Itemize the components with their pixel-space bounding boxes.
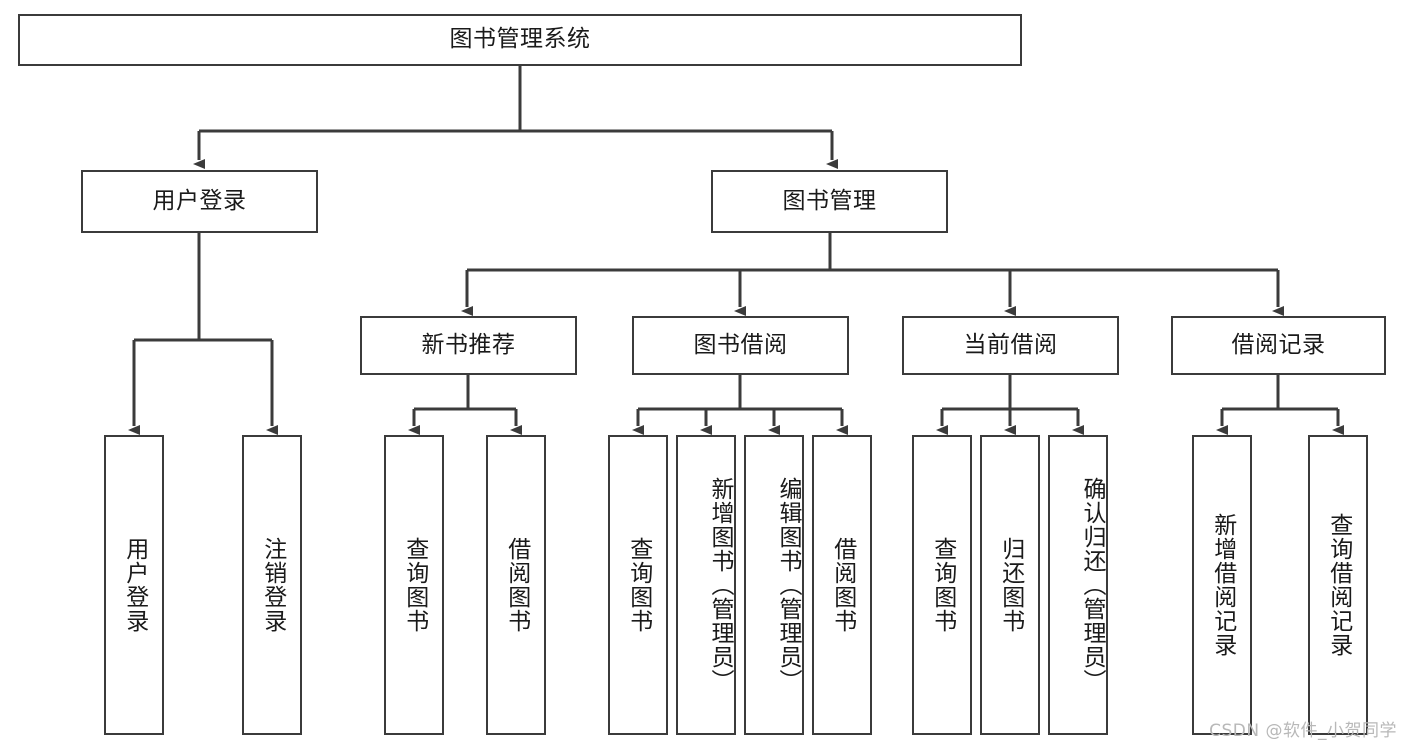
node-current[interactable]: 当前借阅 xyxy=(902,316,1119,375)
node-leaf-10[interactable]: 归还图书 xyxy=(980,435,1040,735)
node-leaf-12-label: 新增借阅记录 xyxy=(1209,513,1236,657)
node-leaf-1[interactable]: 用户登录 xyxy=(104,435,164,735)
node-leaf-5[interactable]: 查询图书 xyxy=(608,435,668,735)
node-newbook[interactable]: 新书推荐 xyxy=(360,316,577,375)
node-leaf-6-label: 新增图书（管理员） xyxy=(707,477,733,693)
node-leaf-11[interactable]: 确认归还（管理员） xyxy=(1048,435,1108,735)
node-leaf-9[interactable]: 查询图书 xyxy=(912,435,972,735)
node-login[interactable]: 用户登录 xyxy=(81,170,318,233)
node-leaf-9-label: 查询图书 xyxy=(929,537,956,633)
node-leaf-13[interactable]: 查询借阅记录 xyxy=(1308,435,1368,735)
node-borrow[interactable]: 图书借阅 xyxy=(632,316,849,375)
node-leaf-11-label: 确认归还（管理员） xyxy=(1079,477,1105,693)
node-root-label: 图书管理系统 xyxy=(449,26,591,53)
node-leaf-7[interactable]: 编辑图书（管理员） xyxy=(744,435,804,735)
node-leaf-2-label: 注销登录 xyxy=(259,537,286,633)
node-records[interactable]: 借阅记录 xyxy=(1171,316,1386,375)
node-leaf-2[interactable]: 注销登录 xyxy=(242,435,302,735)
node-leaf-7-label: 编辑图书（管理员） xyxy=(775,477,801,693)
csdn-watermark: CSDN @软件_小贺同学 xyxy=(1209,721,1397,741)
node-leaf-6[interactable]: 新增图书（管理员） xyxy=(676,435,736,735)
node-root[interactable]: 图书管理系统 xyxy=(18,14,1022,66)
node-leaf-12[interactable]: 新增借阅记录 xyxy=(1192,435,1252,735)
node-leaf-5-label: 查询图书 xyxy=(625,537,652,633)
node-leaf-1-label: 用户登录 xyxy=(121,537,148,633)
node-current-label: 当前借阅 xyxy=(963,331,1058,358)
node-newbook-label: 新书推荐 xyxy=(421,331,516,358)
node-bookmgmt[interactable]: 图书管理 xyxy=(711,170,948,233)
node-leaf-4-label: 借阅图书 xyxy=(503,537,530,633)
node-leaf-3[interactable]: 查询图书 xyxy=(384,435,444,735)
node-login-label: 用户登录 xyxy=(152,187,247,214)
node-leaf-3-label: 查询图书 xyxy=(401,537,428,633)
node-bookmgmt-label: 图书管理 xyxy=(782,187,877,214)
node-records-label: 借阅记录 xyxy=(1231,331,1326,358)
node-leaf-8[interactable]: 借阅图书 xyxy=(812,435,872,735)
node-leaf-10-label: 归还图书 xyxy=(997,537,1024,633)
node-leaf-8-label: 借阅图书 xyxy=(829,537,856,633)
node-borrow-label: 图书借阅 xyxy=(693,331,788,358)
node-leaf-4[interactable]: 借阅图书 xyxy=(486,435,546,735)
node-leaf-13-label: 查询借阅记录 xyxy=(1325,513,1352,657)
